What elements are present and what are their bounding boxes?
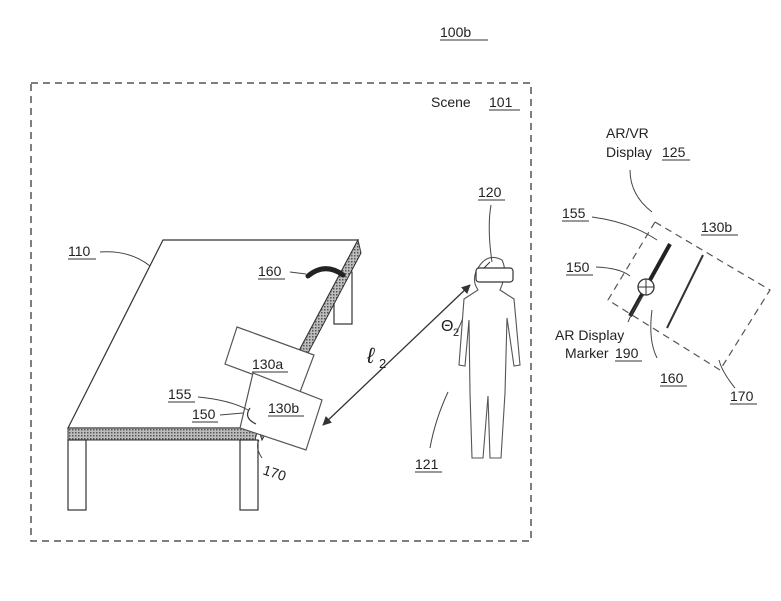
inset-display-line2: Display: [606, 144, 652, 160]
label-120: 120: [478, 184, 505, 200]
label-170-text: 170: [261, 462, 288, 485]
inset-display-ref: 125: [662, 144, 686, 160]
angle-symbol: Θ: [441, 318, 453, 335]
inset-marker-line1: AR Display: [555, 327, 624, 343]
label-121: 121: [415, 456, 442, 472]
label-160: 160: [258, 263, 285, 279]
label-170: 170: [261, 462, 288, 485]
leader-110: [100, 252, 150, 266]
scene-label: Scene 101: [431, 94, 520, 110]
label-160-text: 160: [258, 263, 282, 279]
distance-subscript: 2: [379, 356, 386, 371]
leader-121: [430, 392, 448, 448]
scene-label-text: Scene: [431, 94, 471, 110]
label-110-text: 110: [68, 243, 91, 259]
table-front-edge: [68, 428, 258, 440]
table: [68, 240, 361, 510]
label-130b: 130b: [268, 400, 304, 416]
scene-ref: 101: [489, 94, 513, 110]
inset-160-label: 160: [660, 370, 684, 386]
label-130b-text: 130b: [268, 400, 299, 416]
inset-170-label: 170: [730, 388, 754, 404]
inset-130b-label: 130b: [701, 219, 732, 235]
distance-symbol: ℓ: [366, 343, 375, 368]
angle-label: Θ 2: [441, 318, 459, 339]
inset-150-label: 150: [566, 259, 590, 275]
label-121-text: 121: [415, 456, 439, 472]
label-155: 155: [168, 386, 195, 402]
inset-marker-line2: Marker: [565, 345, 609, 361]
label-120-text: 120: [478, 184, 502, 200]
distance-label: ℓ 2: [366, 343, 386, 371]
table-left-leg: [68, 440, 86, 510]
inset-display-line1: AR/VR: [606, 125, 649, 141]
figure-number-text: 100b: [440, 24, 471, 40]
inset-leader-125: [630, 170, 652, 212]
leader-120: [489, 205, 492, 262]
inset-marker-ref: 190: [615, 345, 639, 361]
label-130a: 130a: [252, 356, 288, 372]
headset: [476, 268, 513, 282]
label-130a-text: 130a: [252, 356, 283, 372]
label-110: 110: [68, 243, 96, 259]
label-150-text: 150: [192, 406, 216, 422]
label-155-text: 155: [168, 386, 192, 402]
inset-display: AR/VR Display 125 130b 155 150 AR Displa…: [555, 125, 770, 404]
inset-155-label: 155: [562, 205, 586, 221]
figure-number: 100b: [440, 24, 488, 40]
table-right-leg: [240, 440, 258, 510]
label-150: 150: [192, 406, 218, 422]
